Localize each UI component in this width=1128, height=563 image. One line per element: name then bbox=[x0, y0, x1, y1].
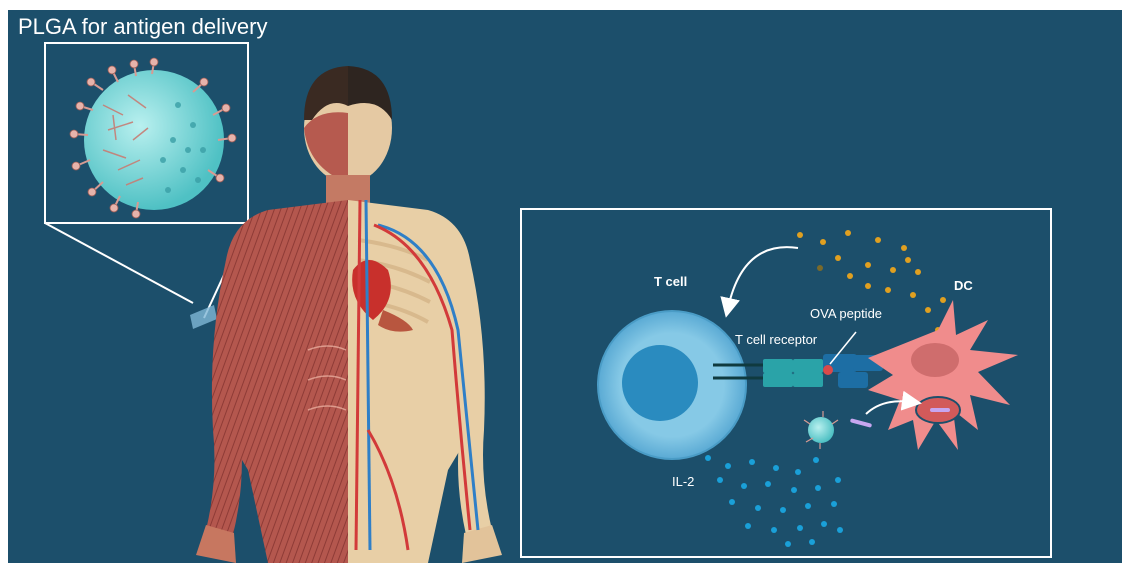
t-cell bbox=[598, 311, 746, 459]
il2-label: IL-2 bbox=[672, 474, 694, 489]
dendritic-cell bbox=[868, 300, 1018, 450]
t-cell-receptor-label: T cell receptor bbox=[735, 332, 818, 347]
diagram-canvas: PLGA for antigen delivery bbox=[8, 10, 1122, 563]
t-cell-label: T cell bbox=[654, 274, 687, 289]
human-body bbox=[196, 66, 502, 563]
illustration: T cell DC OVA peptide T cell receptor IL… bbox=[8, 10, 1122, 563]
il2-dots bbox=[705, 455, 843, 547]
ova-peptide-dot bbox=[823, 365, 833, 375]
dc-label: DC bbox=[954, 278, 973, 293]
ova-peptide-label: OVA peptide bbox=[810, 306, 882, 321]
immune-synapse-panel: T cell DC OVA peptide T cell receptor IL… bbox=[521, 209, 1051, 557]
plga-nanoparticle bbox=[70, 58, 236, 218]
